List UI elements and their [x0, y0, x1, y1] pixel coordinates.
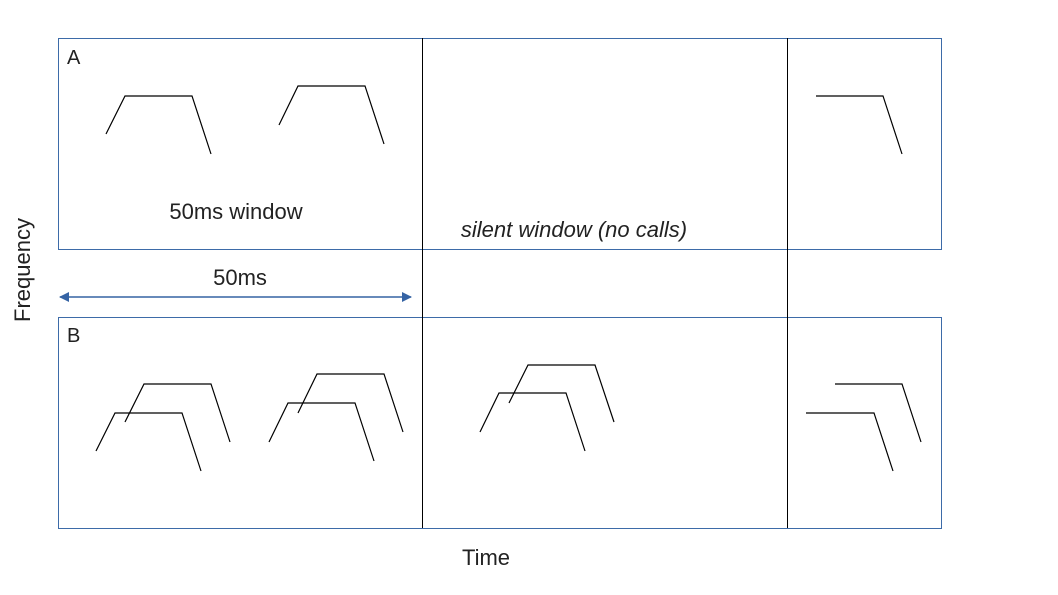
y-axis-label: Frequency: [10, 218, 35, 322]
call-b-3-back: [508, 364, 615, 423]
panel-b-frame: [58, 317, 942, 529]
call-b-2-back: [297, 373, 404, 433]
call-a-3: [816, 95, 903, 155]
call-a-2: [278, 85, 385, 145]
call-b-1-front: [95, 412, 202, 472]
call-a-1: [105, 95, 212, 155]
window-label: 50ms window: [169, 199, 302, 224]
call-b-2-front: [268, 402, 375, 462]
silent-window-label: silent window (no calls): [461, 217, 687, 242]
span-label: 50ms: [213, 265, 267, 290]
call-b-4-back: [835, 383, 922, 443]
call-b-4-front: [806, 412, 894, 472]
panel-a-calls: [105, 85, 903, 155]
x-axis-label: Time: [462, 545, 510, 570]
panel-a-label: A: [67, 47, 81, 69]
panel-b-calls: [95, 364, 922, 472]
panel-b-label: B: [67, 325, 80, 347]
call-b-3-front: [479, 392, 586, 452]
panel-a-frame: [58, 38, 942, 250]
call-b-1-back: [124, 383, 231, 443]
